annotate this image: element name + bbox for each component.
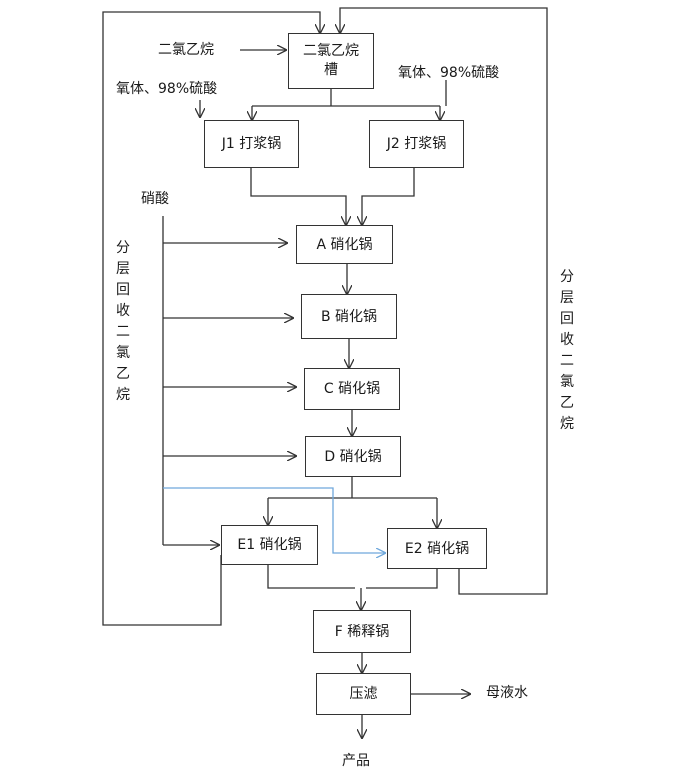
c-label: C 硝化锅	[323, 381, 381, 397]
input-dce-label: 二氯乙烷	[158, 42, 214, 58]
a-label: A 硝化锅	[316, 236, 373, 253]
dce-tank: 二氯乙烷 槽	[288, 33, 374, 89]
nitric-acid-label: 硝酸	[141, 191, 169, 207]
mother-liquor-label: 母液水	[486, 685, 528, 701]
right-recycle-label: 分层回收二氯乙烷	[560, 269, 574, 432]
j2-slurry-pot: J2 打浆锅	[369, 120, 464, 168]
e2-nitration-pot: E2 硝化锅	[387, 528, 487, 569]
edge-left-recycle	[102, 11, 320, 626]
j1-label: J1 打浆锅	[221, 136, 282, 152]
edge-highlight-to-e2	[163, 487, 385, 553]
b-nitration-pot: B 硝化锅	[301, 294, 397, 339]
d-label: D 硝化锅	[324, 448, 382, 465]
e1-label: E1 硝化锅	[237, 537, 302, 553]
j2-label: J2 打浆锅	[386, 136, 447, 152]
right-feed-label: 氧体、98%硫酸	[398, 65, 500, 81]
d-nitration-pot: D 硝化锅	[305, 436, 401, 477]
e2-label: E2 硝化锅	[404, 540, 470, 557]
product-label: 产品	[342, 753, 370, 769]
edge-j2-to-a	[362, 167, 415, 225]
dce-tank-line1: 二氯乙烷	[303, 43, 359, 59]
b-label: B 硝化锅	[320, 308, 378, 325]
f-dilution-pot: F 稀释锅	[313, 610, 411, 653]
edge-j1-to-a	[250, 167, 346, 225]
e1-nitration-pot: E1 硝化锅	[221, 525, 318, 565]
f-label: F 稀释锅	[334, 623, 390, 640]
left-recycle-label: 分层回收二氯乙烷	[116, 240, 130, 403]
press-label: 压滤	[349, 686, 378, 702]
edge-right-recycle	[340, 7, 548, 595]
press-filter: 压滤	[316, 673, 411, 715]
j1-slurry-pot: J1 打浆锅	[204, 120, 299, 168]
edge-e1-to-f	[267, 565, 355, 589]
a-nitration-pot: A 硝化锅	[296, 225, 393, 264]
dce-tank-line2: 槽	[324, 62, 338, 78]
c-nitration-pot: C 硝化锅	[304, 368, 400, 410]
left-feed-label: 氧体、98%硫酸	[116, 81, 218, 97]
edge-e2-to-f	[366, 568, 438, 589]
